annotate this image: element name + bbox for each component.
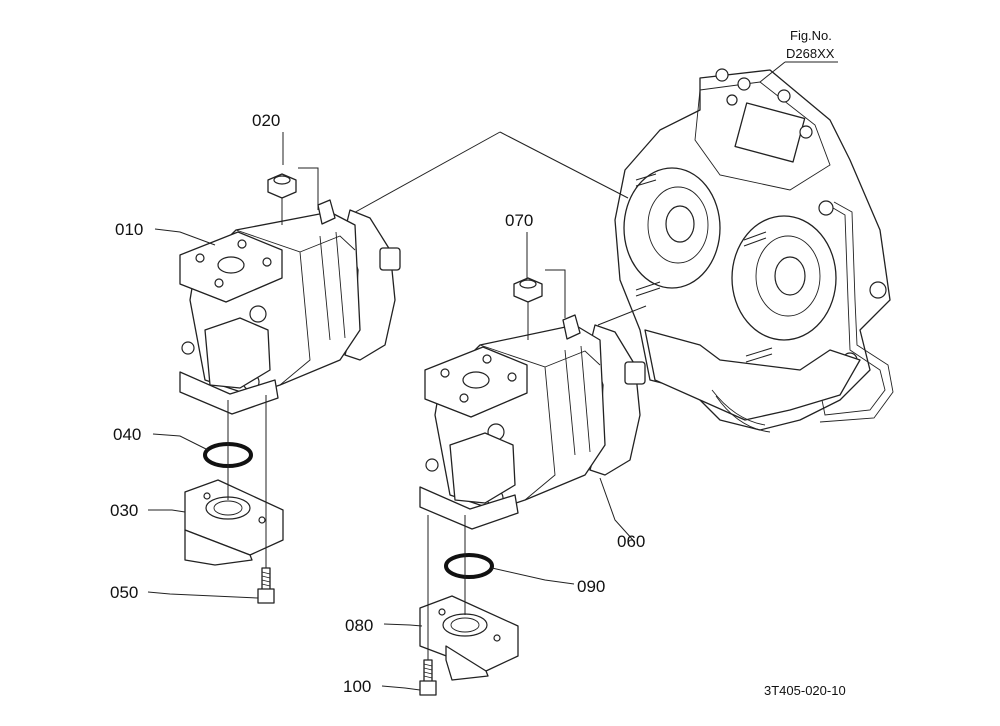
callout-080: 080: [345, 616, 373, 635]
bolt-100: [419, 659, 437, 696]
alignment-line: [597, 305, 647, 326]
o-ring-090: [444, 553, 494, 579]
bolt-050: [257, 567, 275, 604]
alignment-line: [349, 131, 501, 216]
fig-number: D268XX: [786, 46, 835, 61]
hydraulic-pump-060: [419, 314, 646, 530]
hydraulic-pump-010: [179, 199, 401, 415]
callout-100: 100: [343, 677, 371, 696]
fig-no-label: Fig.No.: [790, 28, 832, 43]
flange-030: [184, 479, 284, 566]
plug-nut-020: [267, 173, 297, 199]
flange-080: [419, 595, 519, 681]
drawing-code: 3T405-020-10: [764, 683, 846, 698]
callout-060: 060: [617, 532, 645, 551]
callout-070: 070: [505, 211, 533, 230]
transmission-housing: [614, 68, 894, 433]
callout-090: 090: [577, 577, 605, 596]
plug-nut-070: [513, 277, 543, 303]
callout-010: 010: [115, 220, 143, 239]
callout-050: 050: [110, 583, 138, 602]
callout-040: 040: [113, 425, 141, 444]
callout-030: 030: [110, 501, 138, 520]
callout-020: 020: [252, 111, 280, 130]
alignment-line: [499, 131, 629, 199]
